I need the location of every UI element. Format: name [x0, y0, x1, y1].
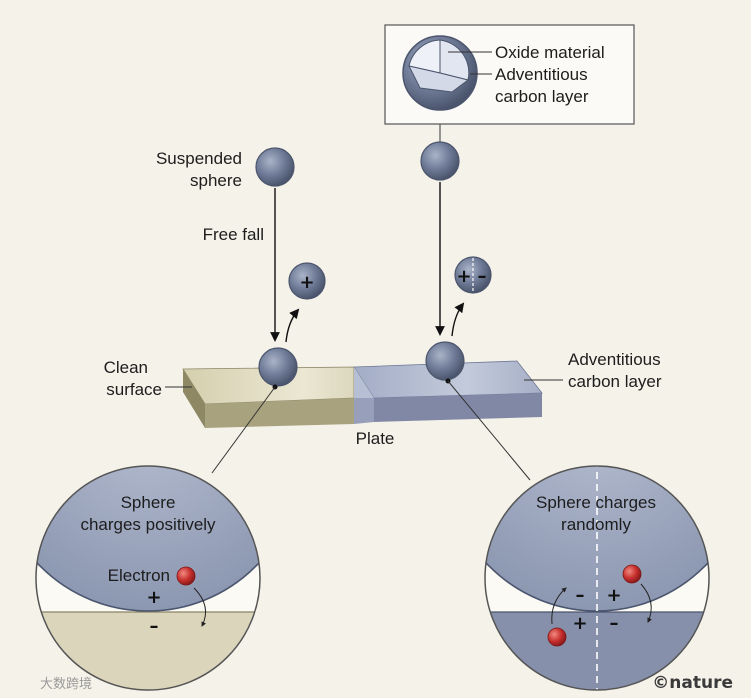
- watermark: 大数跨境: [40, 677, 92, 692]
- label-clean-2: surface: [106, 380, 162, 399]
- bounce-arrow-right: [451, 302, 465, 337]
- label-charges-randomly-1: Sphere charges: [536, 493, 656, 512]
- label-charges-randomly-2: randomly: [561, 515, 631, 534]
- nature-credit: ©nature: [652, 673, 733, 693]
- label-charges-positively-1: Sphere: [121, 493, 176, 512]
- sign-positive-bounce: +: [299, 272, 314, 293]
- bounced-sphere-positive: [288, 262, 326, 300]
- electron-transfer-arrow-right: [640, 583, 652, 623]
- zoom-circle-positive: Sphere charges positively Electron + –: [35, 465, 261, 691]
- suspended-sphere-left: [255, 147, 295, 187]
- label-suspended-2: sphere: [190, 171, 242, 190]
- label-adventitious-plate-2: carbon layer: [568, 372, 662, 391]
- label-electron: Electron: [108, 566, 170, 585]
- label-charges-positively-2: charges positively: [80, 515, 216, 534]
- plate: [182, 360, 543, 428]
- sign-surface-plus-right: +: [572, 613, 587, 634]
- electron-transfer-arrow-left-up: [551, 587, 567, 625]
- label-suspended-1: Suspended: [156, 149, 242, 168]
- electron-right-bottom: [547, 627, 567, 647]
- label-free-fall: Free fall: [203, 225, 264, 244]
- label-adventitious-inset-1: Adventitious: [495, 65, 588, 84]
- suspended-sphere-right: [420, 141, 460, 181]
- electron-right-top: [622, 564, 642, 584]
- sign-surface-minus-right: –: [610, 613, 619, 634]
- label-clean-1: Clean: [104, 358, 148, 377]
- electron-left: [176, 566, 196, 586]
- oxide-core-cut: [408, 39, 441, 74]
- label-plate: Plate: [356, 429, 395, 448]
- sign-random-plus: +: [456, 266, 471, 287]
- sign-surface-minus-left: –: [150, 616, 159, 637]
- label-adventitious-plate-1: Adventitious: [568, 350, 661, 369]
- sign-sphere-plus-left: +: [146, 587, 161, 608]
- electron-transfer-arrow-left: [193, 587, 207, 627]
- sign-random-minus: –: [478, 266, 487, 287]
- inset-box: Oxide material Adventitious carbon layer: [384, 24, 635, 142]
- bounce-arrow-left: [285, 308, 300, 343]
- contact-sphere-left: [258, 347, 298, 387]
- sign-sphere-minus-right: –: [576, 585, 585, 606]
- label-adventitious-inset-2: carbon layer: [495, 87, 589, 106]
- contact-sphere-right: [425, 341, 465, 381]
- sign-sphere-plus-right: +: [606, 585, 621, 606]
- label-oxide-material: Oxide material: [495, 43, 605, 62]
